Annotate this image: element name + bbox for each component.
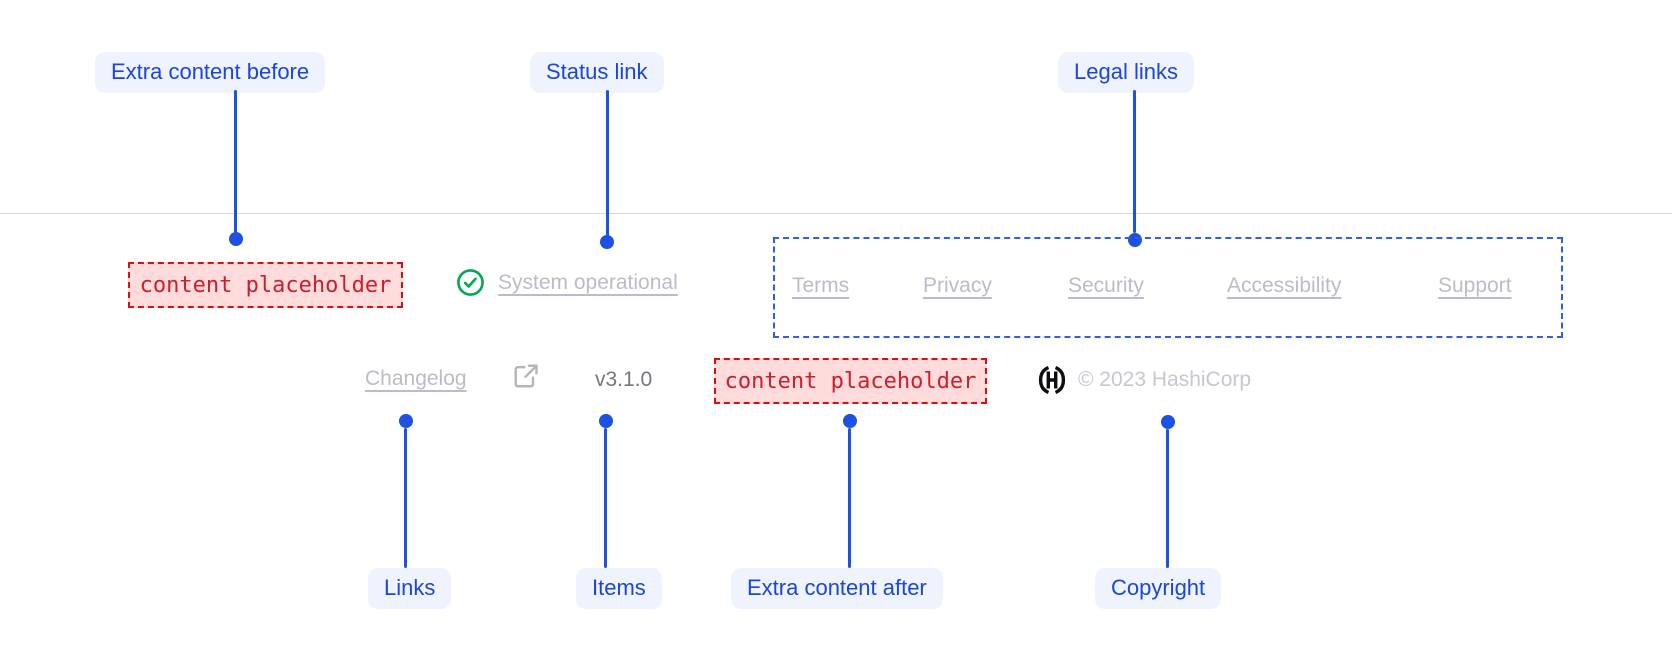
connector-dot: [599, 414, 613, 428]
connector-line: [1166, 429, 1169, 568]
legal-link-security[interactable]: Security: [1068, 274, 1144, 297]
annotation-label: Status link: [546, 59, 648, 84]
annotation-status-link: Status link: [530, 52, 664, 93]
connector-dot: [1128, 233, 1142, 247]
annotation-copyright: Copyright: [1095, 568, 1222, 609]
placeholder-text: content placeholder: [139, 272, 392, 298]
annotation-legal-links: Legal links: [1058, 52, 1194, 93]
annotation-label: Items: [592, 575, 646, 600]
connector-line: [604, 428, 607, 568]
annotation-items: Items: [576, 568, 662, 609]
status-link[interactable]: System operational: [498, 271, 678, 294]
external-link-icon: [514, 364, 538, 388]
legal-link-support[interactable]: Support: [1438, 274, 1512, 297]
connector-line: [606, 90, 609, 236]
annotation-label: Links: [384, 575, 436, 600]
annotation-label: Copyright: [1111, 575, 1206, 600]
legal-link-accessibility[interactable]: Accessibility: [1227, 274, 1342, 297]
connector-dot: [1161, 415, 1175, 429]
connector-line: [404, 428, 407, 568]
annotation-label: Legal links: [1074, 59, 1178, 84]
hashicorp-logo: [1038, 366, 1066, 394]
annotation-extra-content-after: Extra content after: [731, 568, 943, 609]
footer-top-divider: [0, 213, 1672, 214]
placeholder-text: content placeholder: [724, 368, 977, 394]
legal-link-privacy[interactable]: Privacy: [923, 274, 992, 297]
connector-line: [234, 90, 237, 233]
annotation-label: Extra content after: [747, 575, 927, 600]
annotation-links: Links: [368, 568, 452, 609]
legal-link-terms[interactable]: Terms: [792, 274, 850, 297]
extra-content-after-placeholder: content placeholder: [714, 358, 987, 404]
annotation-label: Extra content before: [111, 59, 310, 84]
connector-dot: [600, 235, 614, 249]
connector-dot: [399, 414, 413, 428]
connector-dot: [229, 232, 243, 246]
connector-line: [1133, 90, 1136, 233]
extra-content-before-placeholder: content placeholder: [128, 262, 403, 308]
version-text: v3.1.0: [595, 368, 653, 391]
check-circle-icon: [457, 269, 484, 296]
legal-links-outline: [773, 237, 1563, 338]
changelog-link[interactable]: Changelog: [365, 367, 467, 390]
connector-line: [848, 428, 851, 568]
copyright-text: © 2023 HashiCorp: [1078, 368, 1252, 391]
annotation-extra-content-before: Extra content before: [95, 52, 326, 93]
connector-dot: [843, 414, 857, 428]
